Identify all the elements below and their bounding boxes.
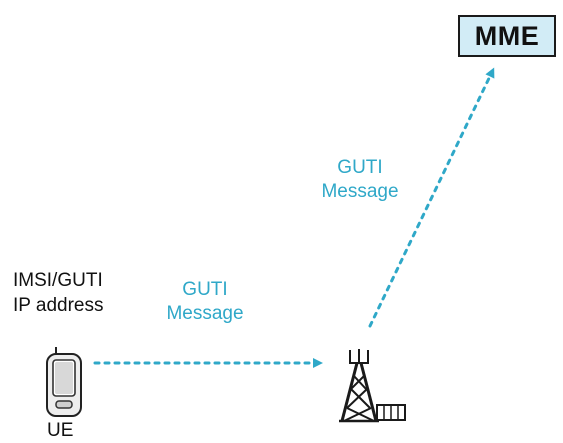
message-label-line2: Message <box>321 181 399 202</box>
ue-info-ip-address: IP address <box>13 295 104 316</box>
cell-tower-icon <box>339 349 406 423</box>
arrow-enb-to-mme <box>368 67 495 328</box>
mme-label: MME <box>474 20 540 51</box>
message-label-ue-to-enb: GUTI Message <box>150 278 260 326</box>
message-label-enb-to-mme: GUTI Message <box>305 156 415 204</box>
message-label-line1: GUTI <box>182 279 228 300</box>
message-label-line1: GUTI <box>337 157 383 178</box>
mobile-phone-icon <box>46 347 82 417</box>
ue-label: UE <box>47 420 74 441</box>
ue-info: IMSI/GUTI IP address <box>13 268 103 318</box>
message-label-line2: Message <box>166 303 244 324</box>
ue-info-imsi-guti: IMSI/GUTI <box>13 270 103 291</box>
mme-box: MME <box>458 15 556 57</box>
